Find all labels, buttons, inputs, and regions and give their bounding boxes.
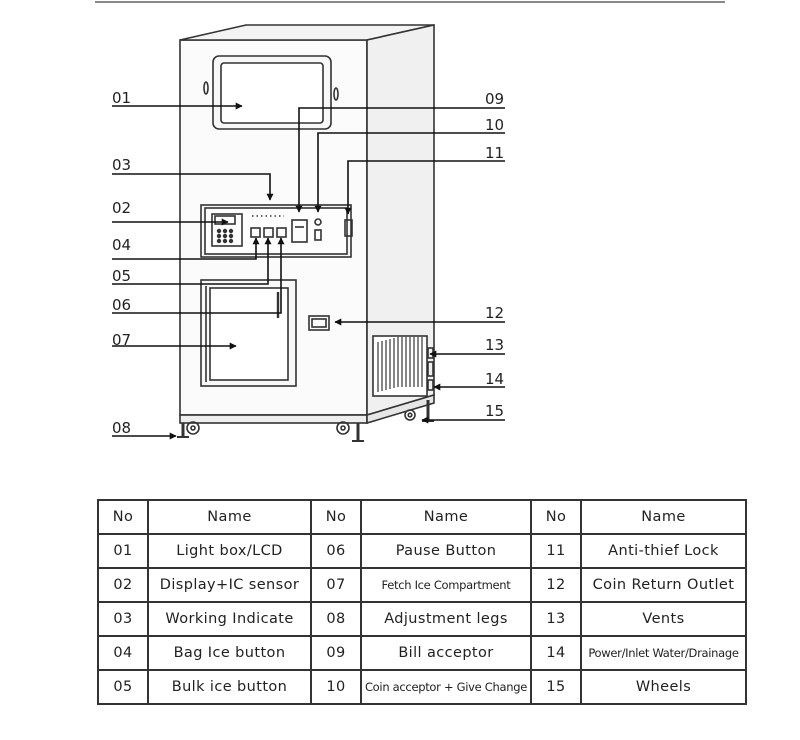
header-name-3: Name <box>580 499 747 535</box>
leader-05 <box>112 237 272 285</box>
table-row: 02 Display+IC sensor 07 Fetch Ice Compar… <box>97 567 747 603</box>
cell-no: 13 <box>530 601 582 637</box>
callout-14: 14 <box>485 370 504 388</box>
callout-10: 10 <box>485 116 504 134</box>
leader-09 <box>295 107 505 213</box>
callout-01: 01 <box>112 89 131 107</box>
cell-no: 11 <box>530 533 582 569</box>
callout-03: 03 <box>112 156 131 174</box>
callout-13: 13 <box>485 336 504 354</box>
leader-lines <box>112 102 505 440</box>
cell-name: Adjustment legs <box>360 601 532 637</box>
cell-name: Anti-thief Lock <box>580 533 747 569</box>
cell-name: Working Indicate <box>147 601 312 637</box>
cell-name: Bill acceptor <box>360 635 532 671</box>
callout-06: 06 <box>112 296 131 314</box>
cell-no: 04 <box>97 635 149 671</box>
cell-name: Bag Ice button <box>147 635 312 671</box>
table-row: 04 Bag Ice button 09 Bill acceptor 14 Po… <box>97 635 747 671</box>
cell-name: Vents <box>580 601 747 637</box>
callout-15: 15 <box>485 402 504 420</box>
cell-name: Pause Button <box>360 533 532 569</box>
table-row: 05 Bulk ice button 10 Coin acceptor + Gi… <box>97 669 747 705</box>
cell-no: 08 <box>310 601 362 637</box>
callout-11: 11 <box>485 144 504 162</box>
cell-name: Light box/LCD <box>147 533 312 569</box>
table-header-row: No Name No Name No Name <box>97 499 747 535</box>
callout-12: 12 <box>485 304 504 322</box>
vending-machine <box>177 24 435 442</box>
cell-no: 14 <box>530 635 582 671</box>
leader-04 <box>112 237 260 260</box>
cell-name: Coin acceptor + Give Change <box>360 669 532 705</box>
cell-no: 12 <box>530 567 582 603</box>
cell-name: Bulk ice button <box>147 669 312 705</box>
header-no-3: No <box>530 499 582 535</box>
cell-name: Coin Return Outlet <box>580 567 747 603</box>
cell-name: Display+IC sensor <box>147 567 312 603</box>
leader-06 <box>112 237 285 314</box>
parts-table: No Name No Name No Name 01 Light box/LCD… <box>97 499 747 705</box>
callout-08: 08 <box>112 419 131 437</box>
cell-no: 07 <box>310 567 362 603</box>
cell-name: Fetch Ice Compartment <box>360 567 532 603</box>
machine-diagram: 01 03 02 04 05 06 07 08 09 10 11 12 13 1… <box>95 1 725 442</box>
cell-no: 05 <box>97 669 149 705</box>
callout-09: 09 <box>485 90 504 108</box>
header-name-1: Name <box>147 499 312 535</box>
header-no-2: No <box>310 499 362 535</box>
cell-no: 01 <box>97 533 149 569</box>
cell-name: Wheels <box>580 669 747 705</box>
callout-labels: 01 03 02 04 05 06 07 08 09 10 11 12 13 1… <box>112 89 504 437</box>
callout-02: 02 <box>112 199 131 217</box>
leader-11 <box>344 160 505 215</box>
leader-10 <box>314 132 505 213</box>
cell-no: 10 <box>310 669 362 705</box>
cell-no: 09 <box>310 635 362 671</box>
callout-04: 04 <box>112 236 131 254</box>
table-row: 01 Light box/LCD 06 Pause Button 11 Anti… <box>97 533 747 569</box>
table-row: 03 Working Indicate 08 Adjustment legs 1… <box>97 601 747 637</box>
header-no-1: No <box>97 499 149 535</box>
callout-05: 05 <box>112 267 131 285</box>
cell-no: 15 <box>530 669 582 705</box>
cell-no: 03 <box>97 601 149 637</box>
header-name-2: Name <box>360 499 532 535</box>
cell-name: Power/Inlet Water/Drainage <box>580 635 747 671</box>
leader-03 <box>112 173 274 201</box>
callout-07: 07 <box>112 331 131 349</box>
cell-no: 06 <box>310 533 362 569</box>
cell-no: 02 <box>97 567 149 603</box>
